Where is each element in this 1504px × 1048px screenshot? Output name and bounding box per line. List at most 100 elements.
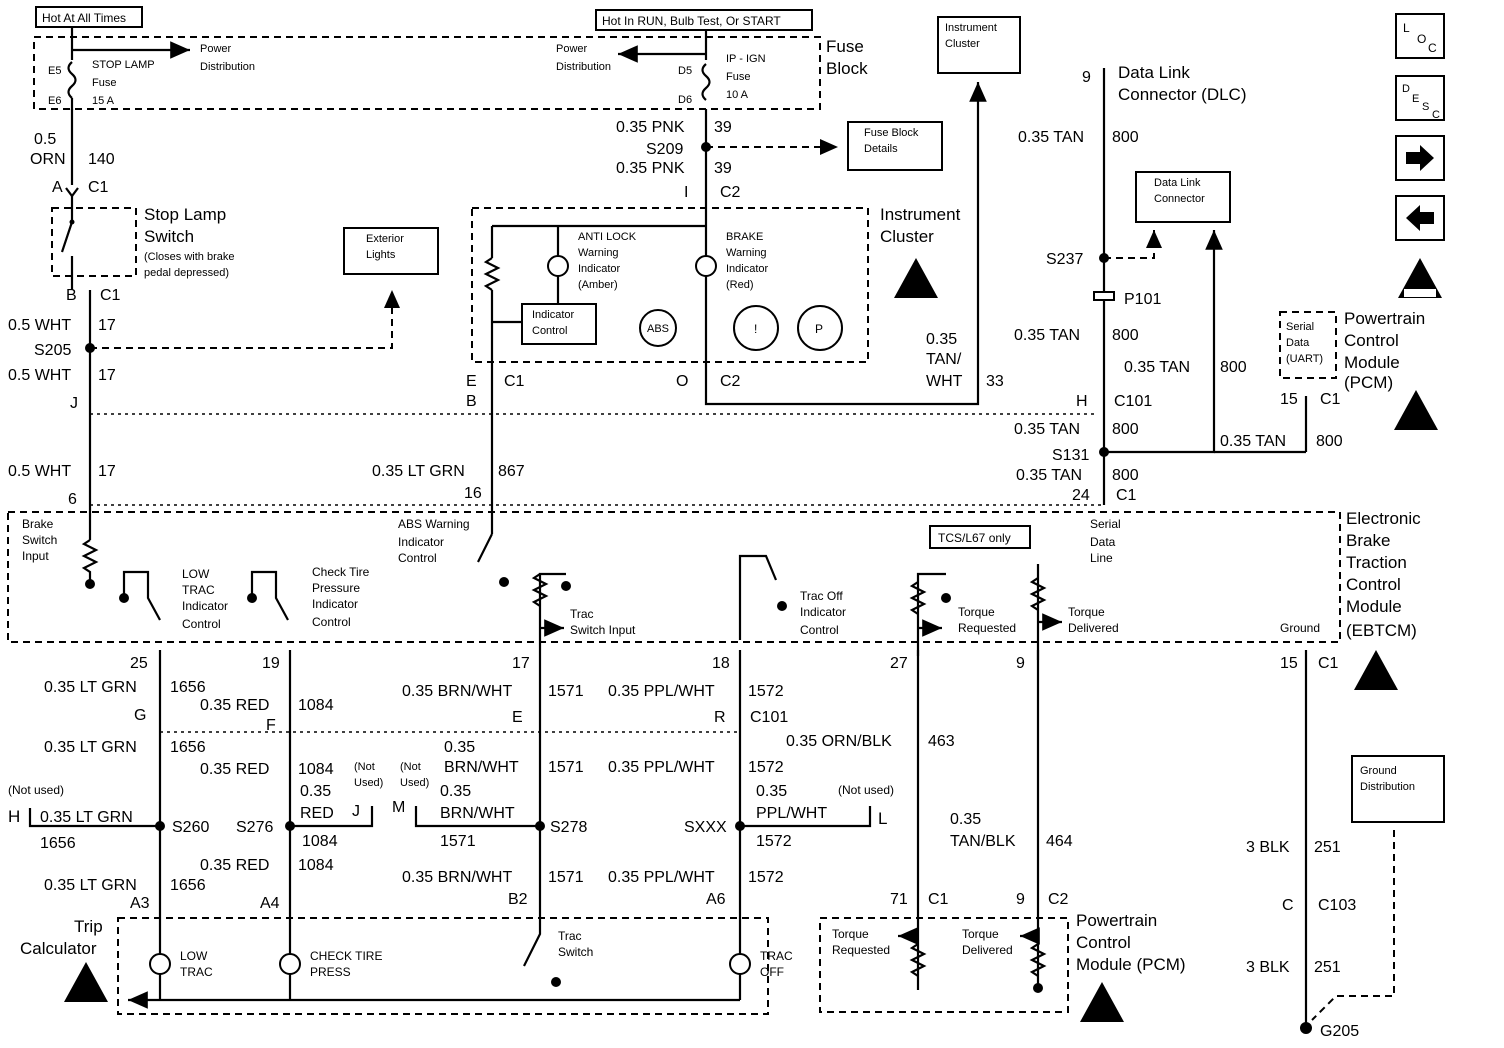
brake-circle-symbol-icon	[733, 305, 779, 351]
p101-label: P101	[1124, 291, 1161, 308]
fuse-block-label-1: Fuse	[826, 37, 864, 56]
pin-27: 27	[890, 655, 908, 672]
fuse-block-details-box	[847, 121, 943, 171]
power-dist-left-2: Distribution	[200, 61, 255, 73]
conn-i: I	[684, 184, 688, 201]
trac-off-ctl-2: Indicator	[800, 605, 846, 619]
w1084-circuit-1: 1084	[298, 697, 334, 714]
conn-b-cluster: B	[466, 393, 477, 410]
w1572-circuit-2: 1572	[748, 759, 784, 776]
check-tire-lamp-icon	[279, 953, 301, 975]
power-dist-left-1: Power	[200, 43, 232, 55]
loc-icon[interactable]	[1395, 13, 1445, 59]
conn-e-bottom: E	[512, 709, 523, 726]
resistor-brake-switch	[81, 539, 99, 584]
pcm-bottom-box	[819, 917, 1069, 1013]
not-used-l: (Not used)	[838, 783, 894, 797]
ground-distribution-box	[1351, 755, 1445, 823]
w800-label-6: 0.35 TAN	[1016, 467, 1082, 484]
ground-g205-icon	[1300, 1022, 1312, 1034]
ebtcm-name-1: Electronic	[1346, 509, 1421, 528]
w800-label-2: 0.35 TAN	[1014, 327, 1080, 344]
w800-label-3: 0.35 TAN	[1124, 359, 1190, 376]
tcs-l67-badge	[929, 525, 1031, 549]
torque-del-1: Torque	[1068, 605, 1105, 619]
resistor-pcm-del	[1029, 943, 1047, 977]
splice-s209-label: S209	[646, 141, 683, 158]
ground-dot-5	[561, 581, 571, 591]
antilock-4: (Amber)	[578, 279, 618, 291]
ground-dist-2: Distribution	[1360, 781, 1415, 793]
brake-2: Warning	[726, 247, 767, 259]
w800-circuit-6: 800	[1112, 467, 1139, 484]
stop-lamp-switch-box	[51, 207, 137, 277]
pin-6: 6	[68, 491, 77, 508]
check-tire-2: PRESS	[310, 965, 351, 979]
serial-data-uart-box	[1279, 311, 1337, 379]
w464-circuit: 464	[1046, 833, 1073, 850]
pin-a3: A3	[130, 895, 150, 912]
brake-1: BRAKE	[726, 231, 763, 243]
hot-in-run-label: Hot In RUN, Bulb Test, Or START	[602, 14, 781, 28]
conn-l: L	[878, 809, 887, 828]
w1084-label-4: 0.35 RED	[200, 857, 269, 874]
antilock-3: Indicator	[578, 263, 621, 275]
arrow-right-glyph	[1406, 145, 1434, 171]
w251-circuit-2: 251	[1314, 959, 1341, 976]
check-tire-switch	[250, 570, 289, 621]
trac-off-ctl-3: Control	[800, 623, 839, 637]
w1656-label-2: 0.35 LT GRN	[44, 739, 137, 756]
desc-icon[interactable]	[1395, 75, 1445, 121]
trip-calculator-box	[117, 917, 769, 1015]
w39-circuit-1: 39	[714, 119, 732, 136]
w17-circuit-3: 17	[98, 463, 116, 480]
pin-17: 17	[512, 655, 530, 672]
wire-to-exterior-lights	[90, 290, 400, 349]
ground-dot-3	[247, 593, 257, 603]
desc-icon-text-2: E	[1412, 93, 1419, 105]
w1571-color-2: BRN/WHT	[444, 759, 519, 776]
pcm-torque-del-2: Delivered	[962, 943, 1013, 957]
resistor-torque-req	[909, 581, 927, 615]
w1572-circuit-4: 1572	[748, 869, 784, 886]
conn-e: E	[466, 373, 477, 390]
arrow-left-glyph	[1406, 205, 1434, 231]
conn-c103: C103	[1318, 897, 1356, 914]
w1572-label-4: 0.35 PPL/WHT	[608, 869, 715, 886]
resistor-pcm-req	[909, 943, 927, 977]
instrument-cluster-name-2: Cluster	[880, 227, 934, 246]
pin-e6: E6	[48, 95, 61, 107]
conn-c1-cluster: C1	[504, 373, 525, 390]
w1084-circuit-2: 1084	[298, 761, 334, 778]
loc-icon-text-1: L	[1403, 21, 1410, 35]
ground-dot-1	[85, 579, 95, 589]
low-trac-ctl-4: Control	[182, 617, 221, 631]
w140-circuit: 140	[88, 151, 115, 168]
w800-circuit-5: 800	[1316, 433, 1343, 450]
ebtcm-name-4: Control	[1346, 575, 1401, 594]
w33-gauge: 0.35	[926, 331, 957, 348]
w464-color: TAN/BLK	[950, 833, 1016, 850]
stop-lamp-fuse-amps: 15 A	[92, 95, 115, 107]
w39-label-1: 0.35 PNK	[616, 119, 685, 136]
conn-c2-top: C2	[720, 184, 741, 201]
w1084-label-2: 0.35 RED	[200, 761, 269, 778]
pcm-top-name-3: Module	[1344, 353, 1400, 372]
w800-circuit-1: 800	[1112, 129, 1139, 146]
abs-symbol-text: ABS	[647, 323, 669, 335]
exterior-lights-2: Lights	[366, 249, 396, 261]
abs-warn-ctl-2: Indicator	[398, 535, 444, 549]
instrument-cluster-ref-2: Cluster	[945, 38, 980, 50]
uart-1: Serial	[1286, 321, 1314, 333]
esd-icon-pcm-top	[1394, 390, 1438, 430]
antilock-1: ANTI LOCK	[578, 231, 637, 243]
pcm-torque-req-1: Torque	[832, 927, 869, 941]
not-used-h: (Not used)	[8, 783, 64, 797]
w17-circuit-1: 17	[98, 317, 116, 334]
w800-circuit-2: 800	[1112, 327, 1139, 344]
pcm-top-pin: 15	[1280, 391, 1298, 408]
check-tire-1: CHECK TIRE	[310, 949, 382, 963]
wire-to-dlc	[1104, 230, 1162, 259]
trac-off-1: TRAC	[760, 949, 793, 963]
brake-switch-input-2: Switch	[22, 533, 57, 547]
